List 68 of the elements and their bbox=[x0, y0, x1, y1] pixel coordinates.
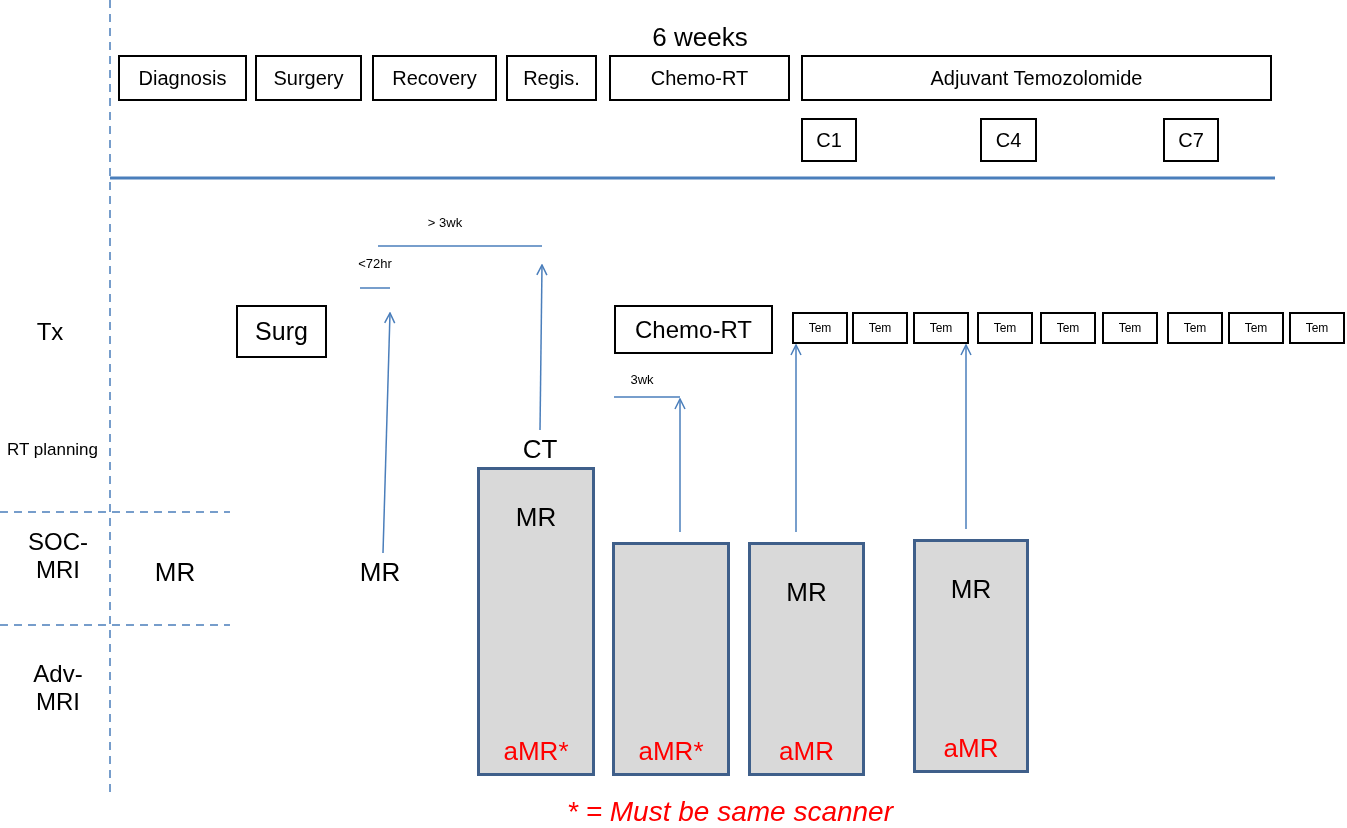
box-label: Tem bbox=[1056, 321, 1080, 335]
phase-box bbox=[118, 55, 247, 101]
box-label: Tem bbox=[1118, 321, 1142, 335]
box-label: Surgery bbox=[273, 66, 344, 90]
arrow bbox=[536, 264, 548, 431]
box-label: Regis. bbox=[523, 66, 580, 90]
phase-box bbox=[801, 55, 1272, 101]
temozolomide-box bbox=[1289, 312, 1345, 344]
temozolomide-box bbox=[1228, 312, 1284, 344]
box-label: Tem bbox=[1305, 321, 1329, 335]
interval-label: <72hr bbox=[357, 256, 393, 271]
box-label: Diagnosis bbox=[138, 66, 227, 90]
box-label: Recovery bbox=[392, 66, 477, 90]
arrow bbox=[790, 344, 802, 533]
box-label: Tem bbox=[868, 321, 892, 335]
arrow bbox=[382, 312, 396, 554]
phase-box bbox=[1163, 118, 1219, 162]
box-label: Tem bbox=[1244, 321, 1268, 335]
box-label: Tem bbox=[993, 321, 1017, 335]
mri-label: MR bbox=[786, 577, 827, 608]
mri-label: MR bbox=[515, 502, 557, 533]
scan-box bbox=[612, 542, 730, 776]
mri-label: MR bbox=[950, 574, 992, 605]
advanced-mri-label: aMR* bbox=[638, 736, 704, 767]
box-label: C4 bbox=[995, 128, 1022, 152]
phase-box bbox=[980, 118, 1037, 162]
row-label: SOC-MRI bbox=[27, 528, 89, 584]
scan-box bbox=[913, 539, 1029, 773]
arrow bbox=[674, 398, 686, 533]
interval-label: > 3wk bbox=[426, 215, 464, 230]
box-label: Tem bbox=[929, 321, 953, 335]
phase-box bbox=[255, 55, 362, 101]
scan-label: MR bbox=[154, 556, 196, 588]
row-label: Tx bbox=[35, 318, 65, 346]
treatment-box bbox=[236, 305, 327, 358]
box-label: C1 bbox=[816, 128, 842, 152]
box-label: C7 bbox=[1178, 128, 1204, 152]
row-label: RT planning bbox=[5, 440, 100, 460]
phase-box bbox=[801, 118, 857, 162]
temozolomide-box bbox=[1102, 312, 1158, 344]
box-label: Adjuvant Temozolomide bbox=[930, 66, 1143, 90]
interval-label: 3wk bbox=[629, 372, 655, 387]
phase-box bbox=[372, 55, 497, 101]
box-label: Surg bbox=[255, 317, 308, 346]
temozolomide-box bbox=[913, 312, 969, 344]
advanced-mri-label: aMR bbox=[779, 736, 834, 767]
duration-label: 6 weeks bbox=[651, 22, 749, 53]
scan-label: CT bbox=[522, 433, 558, 465]
temozolomide-box bbox=[1040, 312, 1096, 344]
temozolomide-box bbox=[977, 312, 1033, 344]
row-label: Adv-MRI bbox=[32, 660, 84, 716]
box-label: Tem bbox=[808, 321, 832, 335]
advanced-mri-label: aMR* bbox=[503, 736, 569, 767]
arrow bbox=[960, 344, 972, 530]
box-label: Tem bbox=[1183, 321, 1207, 335]
footnote: * = Must be same scanner bbox=[565, 796, 895, 828]
scan-box bbox=[748, 542, 865, 776]
treatment-box bbox=[614, 305, 773, 354]
box-label: Chemo-RT bbox=[635, 315, 752, 344]
temozolomide-box bbox=[852, 312, 908, 344]
temozolomide-box bbox=[792, 312, 848, 344]
scan-box bbox=[477, 467, 595, 776]
scan-label: MR bbox=[359, 556, 401, 588]
advanced-mri-label: aMR bbox=[943, 733, 999, 764]
phase-box bbox=[609, 55, 790, 101]
temozolomide-box bbox=[1167, 312, 1223, 344]
phase-box bbox=[506, 55, 597, 101]
box-label: Chemo-RT bbox=[650, 66, 749, 90]
